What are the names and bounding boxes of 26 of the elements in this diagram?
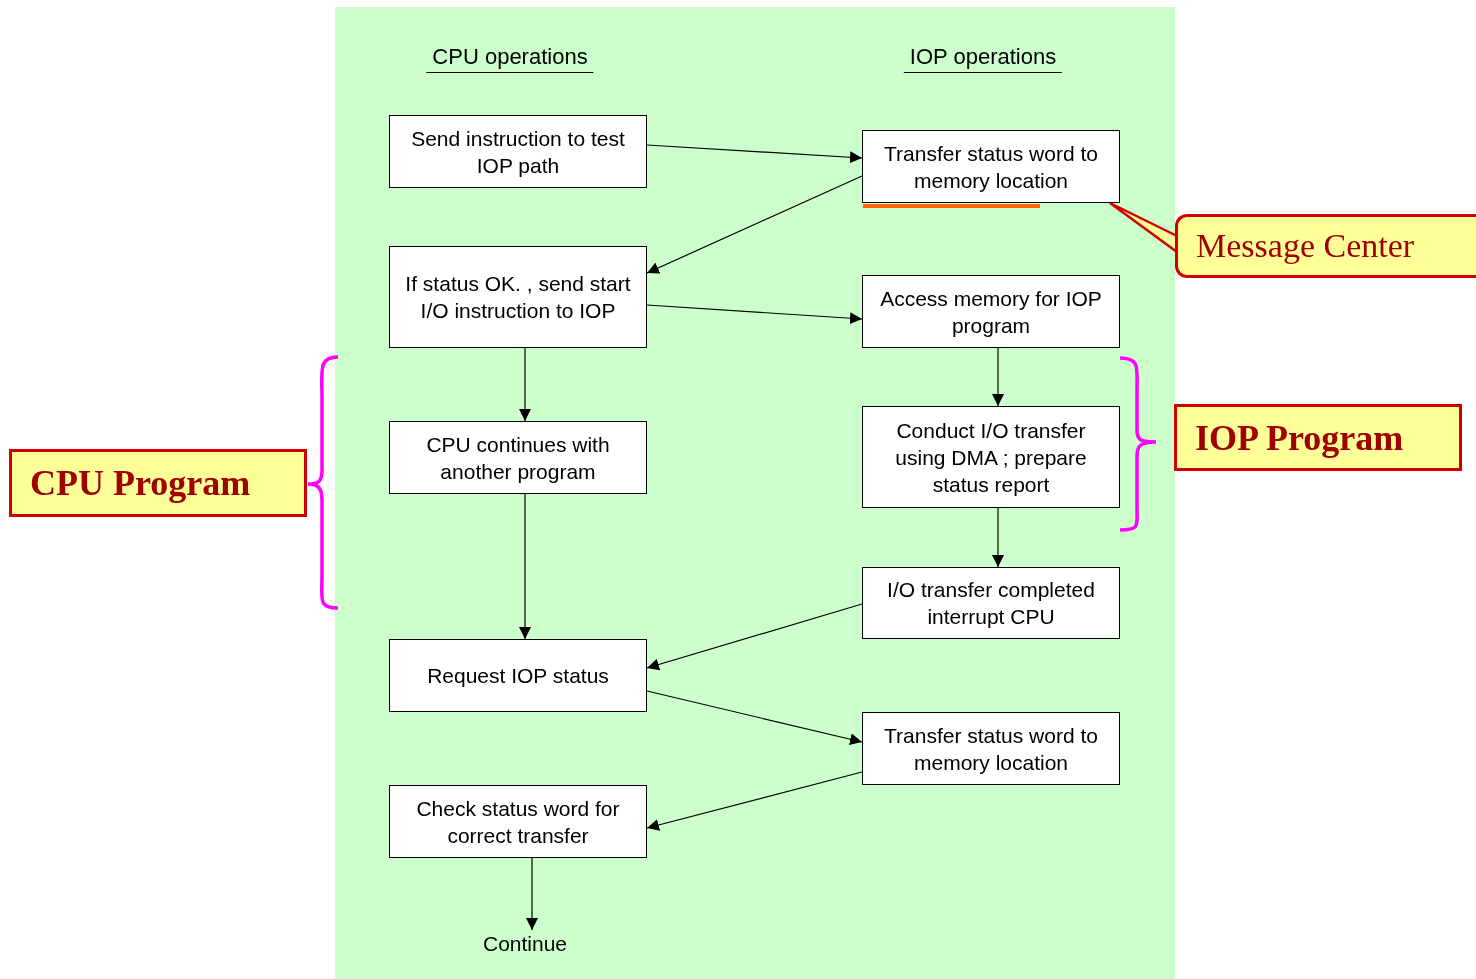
arrow [646, 771, 863, 831]
process-box: Request IOP status [389, 639, 647, 712]
process-box: If status OK. , send start I/O instruction to IOP [389, 246, 647, 348]
process-box: Check status word for correct transfer [389, 785, 647, 858]
process-box: Access memory for IOP program [862, 275, 1120, 348]
arrow [526, 857, 538, 931]
column-heading: IOP operations [903, 44, 1063, 73]
arrow [646, 603, 863, 671]
column-heading: CPU operations [426, 44, 594, 73]
end-text: Continue [470, 930, 580, 958]
process-box: I/O transfer completed interrupt CPU [862, 567, 1120, 639]
process-box: Send instruction to test IOP path [389, 115, 647, 188]
process-box: Transfer status word to memory location [862, 712, 1120, 785]
arrow [646, 175, 863, 274]
process-box: Transfer status word to memory location [862, 130, 1120, 203]
arrow [646, 304, 863, 325]
callout-box: CPU Program [9, 449, 307, 517]
callout-box: IOP Program [1174, 404, 1462, 471]
arrow [646, 144, 863, 164]
process-box: CPU continues with another program [389, 421, 647, 494]
arrow [646, 690, 863, 746]
process-box: Conduct I/O transfer using DMA ; prepare status report [862, 406, 1120, 508]
arrow [992, 507, 1004, 568]
arrow [519, 493, 531, 640]
arrow [992, 347, 1004, 407]
arrow [519, 347, 531, 422]
